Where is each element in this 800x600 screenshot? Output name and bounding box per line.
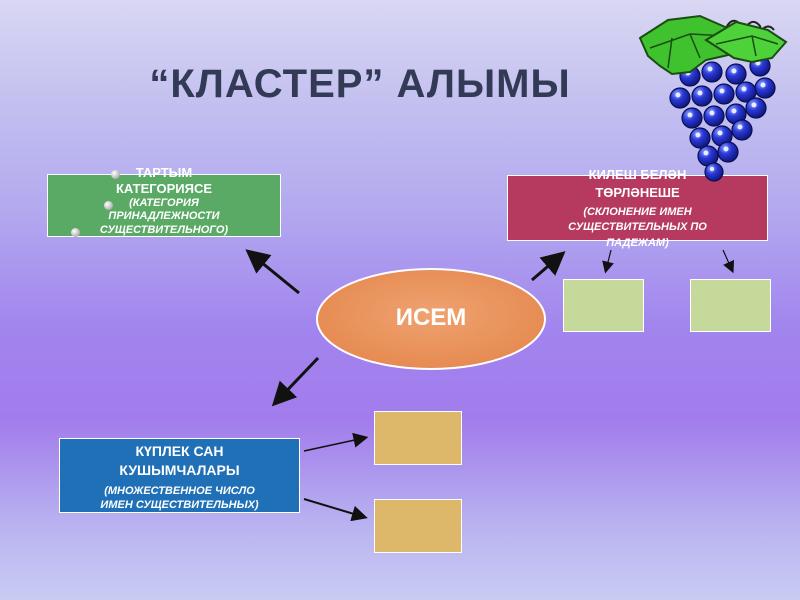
arrow-to-kilesh bbox=[531, 251, 566, 282]
center-ellipse-shape bbox=[316, 268, 546, 370]
kilesh-declension-box: КИЛЕШ БЕЛӘН ТӨРЛӘНЕШЕ (СКЛОНЕНИЕ ИМЕН СУ… bbox=[507, 167, 768, 249]
empty-case-box-2 bbox=[690, 279, 771, 332]
tartym-category-box: ТАРТЫМ КАТЕГОРИЯСЕ (КАТЕГОРИЯ ПРИНАДЛЕЖН… bbox=[47, 165, 281, 237]
tartym-line5: СУЩЕСТВИТЕЛЬНОГО) bbox=[99, 224, 229, 236]
arrow-to-kuplek bbox=[271, 356, 320, 407]
center-noun-ellipse: ИСЕМ bbox=[316, 268, 546, 370]
kilesh-line2: ТӨРЛӘНЕШЕ bbox=[595, 185, 680, 200]
arrow-to-plural-box-1 bbox=[303, 432, 369, 452]
kilesh-line3: (СКЛОНЕНИЕ ИМЕН bbox=[583, 206, 692, 218]
kuplek-line4: ИМЕН СУЩЕСТВИТЕЛЬНЫХ) bbox=[100, 499, 259, 511]
arrow-to-case-box-1 bbox=[602, 249, 614, 274]
center-label: ИСЕМ bbox=[395, 304, 467, 331]
kuplek-line3: (МНОЖЕСТВЕННОЕ ЧИСЛО bbox=[104, 485, 255, 497]
arrow-to-case-box-2 bbox=[722, 249, 735, 274]
kilesh-line4: СУЩЕСТВИТЕЛЬНЫХ ПО bbox=[568, 221, 707, 233]
kilesh-line1: КИЛЕШ БЕЛӘН bbox=[588, 167, 687, 182]
bullet-icon bbox=[111, 170, 120, 179]
tartym-line4: ПРИНАДЛЕЖНОСТИ bbox=[108, 210, 220, 222]
kuplek-plural-box: КҮПЛЕК САН КУШЫМЧАЛАРЫ (МНОЖЕСТВЕННОЕ ЧИ… bbox=[59, 438, 300, 513]
empty-plural-box-2 bbox=[374, 499, 462, 553]
kuplek-line2: КУШЫМЧАЛАРЫ bbox=[119, 462, 240, 478]
bullet-icon bbox=[71, 228, 80, 237]
tartym-line3: (КАТЕГОРИЯ bbox=[129, 197, 199, 209]
empty-case-box-1 bbox=[563, 279, 644, 332]
slide-title: “КЛАСТЕР” АЛЫМЫ bbox=[149, 62, 571, 106]
kuplek-line1: КҮПЛЕК САН bbox=[135, 443, 224, 459]
bullet-icon bbox=[104, 201, 113, 210]
tartym-line1: ТАРТЫМ bbox=[135, 165, 193, 180]
kilesh-line5: ПАДЕЖАМ) bbox=[606, 237, 669, 249]
arrow-to-plural-box-2 bbox=[303, 498, 368, 522]
tartym-line2: КАТЕГОРИЯСЕ bbox=[115, 181, 212, 196]
arrow-to-tartym bbox=[245, 249, 300, 295]
empty-plural-box-1 bbox=[374, 411, 462, 465]
